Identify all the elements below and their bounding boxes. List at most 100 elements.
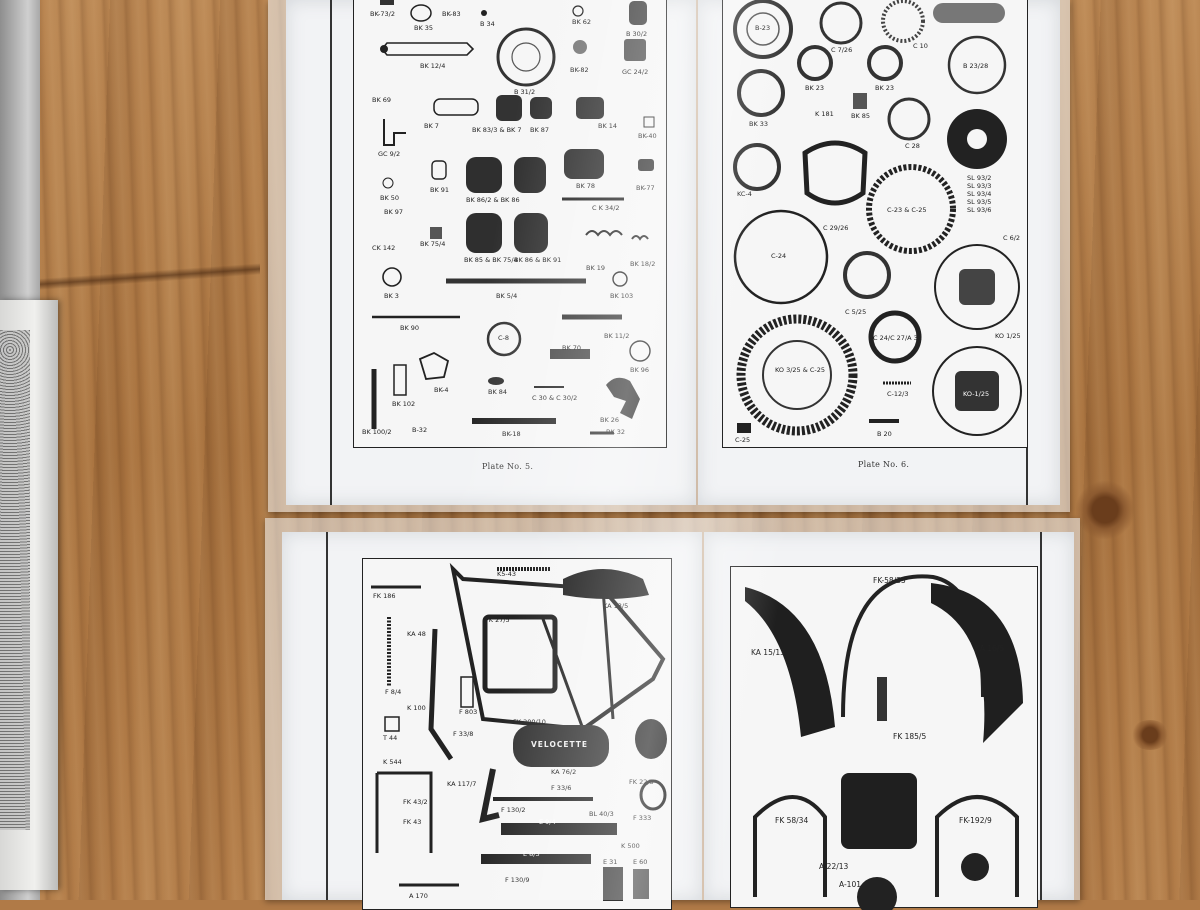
plate-5-label: C 30 & C 30/2 <box>532 394 578 402</box>
plate-5-rule <box>330 0 332 505</box>
plate-6-label: C 6/2 <box>1003 234 1021 242</box>
plate-6-label: SL 93/2 <box>967 174 992 182</box>
plate-8-label: A-101 <box>839 880 861 889</box>
part-bolt <box>393 364 407 396</box>
plate-5-label: C K 34/2 <box>592 204 620 212</box>
plate-5-drawings <box>371 0 655 435</box>
plate-7-label: FK 43/2 <box>403 798 428 806</box>
part-clutch-ko1b-center <box>955 371 999 411</box>
plate-5-label: GC 24/2 <box>622 68 649 76</box>
part-pedal-pad <box>635 719 667 759</box>
plate-7-label: E 31 <box>603 858 618 866</box>
plate-7-label: F 803 <box>459 708 478 716</box>
part-block-c25 <box>737 423 751 433</box>
plate-5-label: GC 9/2 <box>378 150 401 158</box>
plate-7-label: F 8/4 <box>385 688 402 696</box>
part-ring-c28 <box>887 97 931 141</box>
part-pin <box>380 0 394 5</box>
plate-7-label: FK 200/10 <box>513 718 546 726</box>
plate-5-label: CK 142 <box>372 244 396 252</box>
part-lever-footrest <box>428 628 454 761</box>
plate-5-frame: BK-73/2 BK-83 B 34 BK 35 BK 12/4 B 31/2 … <box>353 0 667 448</box>
plate-5-label: BK-40 <box>638 132 657 140</box>
part-ring-kc4 <box>733 143 781 191</box>
plate-7-label: KA 48 <box>407 630 426 638</box>
part-spring <box>585 230 623 237</box>
plate-6-label: BK 33 <box>749 120 769 128</box>
plate-7-label: FK 27/5 <box>485 616 510 624</box>
plate-5-label: B-32 <box>412 426 428 434</box>
plate-5-label: BK-4 <box>434 386 449 394</box>
plate-5-caption: Plate No. 5. <box>482 462 534 471</box>
plate-6-label: KO-1/25 <box>963 390 990 398</box>
plate-5-label: BK 18/2 <box>630 260 656 268</box>
plate-7-label: A 170 <box>409 892 428 900</box>
part-nut-t44 <box>384 716 400 732</box>
plate-6-label: SL 93/5 <box>967 198 992 206</box>
wood-knot <box>1130 720 1170 750</box>
plate-5-label: BK-18 <box>502 430 521 438</box>
plate-8-label: FK 58/34 <box>775 816 809 825</box>
plate-5-label: BK 32 <box>606 428 626 436</box>
part-stay-fk58-34 <box>753 795 827 897</box>
part-spring-fk22 <box>639 779 667 811</box>
plate-7-label: E 9/4 <box>539 818 556 826</box>
plate-6-label: C 28 <box>905 142 920 150</box>
plate-5-label: BK 86/2 & BK 86 <box>466 196 520 204</box>
plate-7-rule <box>326 532 328 900</box>
plate-7-label: K 500 <box>621 842 640 850</box>
plate-8-frame: FK-58/35 KA 15/13 KA 16/5 FK 185/5 FK 58… <box>730 566 1038 910</box>
part-plate-fk27 <box>482 614 558 694</box>
plate-6-label: B 23/28 <box>963 62 989 70</box>
plate-6-label: BK 23 <box>875 84 895 92</box>
plate-5-label: BK 70 <box>562 344 582 352</box>
plate-5-label: BK 85 & BK 75/4 <box>464 256 518 264</box>
plate-5-label: BK 97 <box>384 208 404 216</box>
part-sprocket-ko3-inner <box>762 340 832 410</box>
plate-6-label: SL 93/3 <box>967 182 992 190</box>
plate-5-label: BK 91 <box>430 186 450 194</box>
plate-8-label: A-22/13 <box>819 862 849 871</box>
plate-7-label: K5-43 <box>497 570 517 578</box>
plate-5-label: BK 11/2 <box>604 332 630 340</box>
footrest-brand-lettering: VELOCETTE <box>531 740 588 749</box>
part-reflector-a101 <box>857 877 897 910</box>
plate-5-label: BK 78 <box>576 182 596 190</box>
plate-5-label: BK 102 <box>392 400 416 408</box>
plate-7-frame: K5-43 FK 186 KA 13/5 FK 27/5 KA 48 F 8/4… <box>362 558 672 910</box>
plate-5-label: B 30/2 <box>626 30 648 38</box>
part-sprocket-sl93-hub <box>967 129 987 149</box>
plate-6-label: C 7/26 <box>831 46 853 54</box>
plate-5-label: BK 86 & BK 91 <box>514 256 562 264</box>
part-sprocket-ko3 <box>736 314 858 436</box>
plate-5-label: BK-82 <box>570 66 589 74</box>
part-selector <box>418 351 450 380</box>
plate-7-label: BL 40/3 <box>589 810 614 818</box>
plate-5-label: BK 3 <box>384 292 399 300</box>
left-book-print <box>0 330 30 830</box>
plate-8-page: FK-58/35 KA 15/13 KA 16/5 FK 185/5 FK 58… <box>704 532 1074 910</box>
plate-5-label: BK 96 <box>630 366 650 374</box>
plate-6-label: C 29/26 <box>823 224 849 232</box>
plate-5-label: B 31/2 <box>514 88 536 96</box>
plate-5-label: BK-77 <box>636 184 655 192</box>
plate-5-label: BK 26 <box>600 416 620 424</box>
plate-6-drawings <box>733 0 1022 436</box>
part-plate-c24 <box>733 209 829 305</box>
plate-7-label: T 44 <box>383 734 398 742</box>
part-kickstart <box>479 768 500 824</box>
plate-6-label: BK 23 <box>805 84 825 92</box>
part-plate-c23 <box>866 164 956 254</box>
plate-8-label: FK-192/9 <box>959 816 992 825</box>
part-pin-small <box>643 116 655 128</box>
plate-6-caption: Plate No. 6. <box>858 460 910 469</box>
part-gear-cluster <box>496 95 604 121</box>
plate-7-label: F 33/8 <box>453 730 474 738</box>
plate-7-label: F 130/9 <box>505 876 530 884</box>
plate-5-label: BK 12/4 <box>420 62 446 70</box>
part-small-block <box>430 227 442 239</box>
part-clutch-ko1-center <box>959 269 995 305</box>
part-stay-fk192 <box>935 795 1019 897</box>
plate-6-label: C-25 <box>735 436 751 444</box>
plate-6-label: C 5/25 <box>845 308 867 316</box>
